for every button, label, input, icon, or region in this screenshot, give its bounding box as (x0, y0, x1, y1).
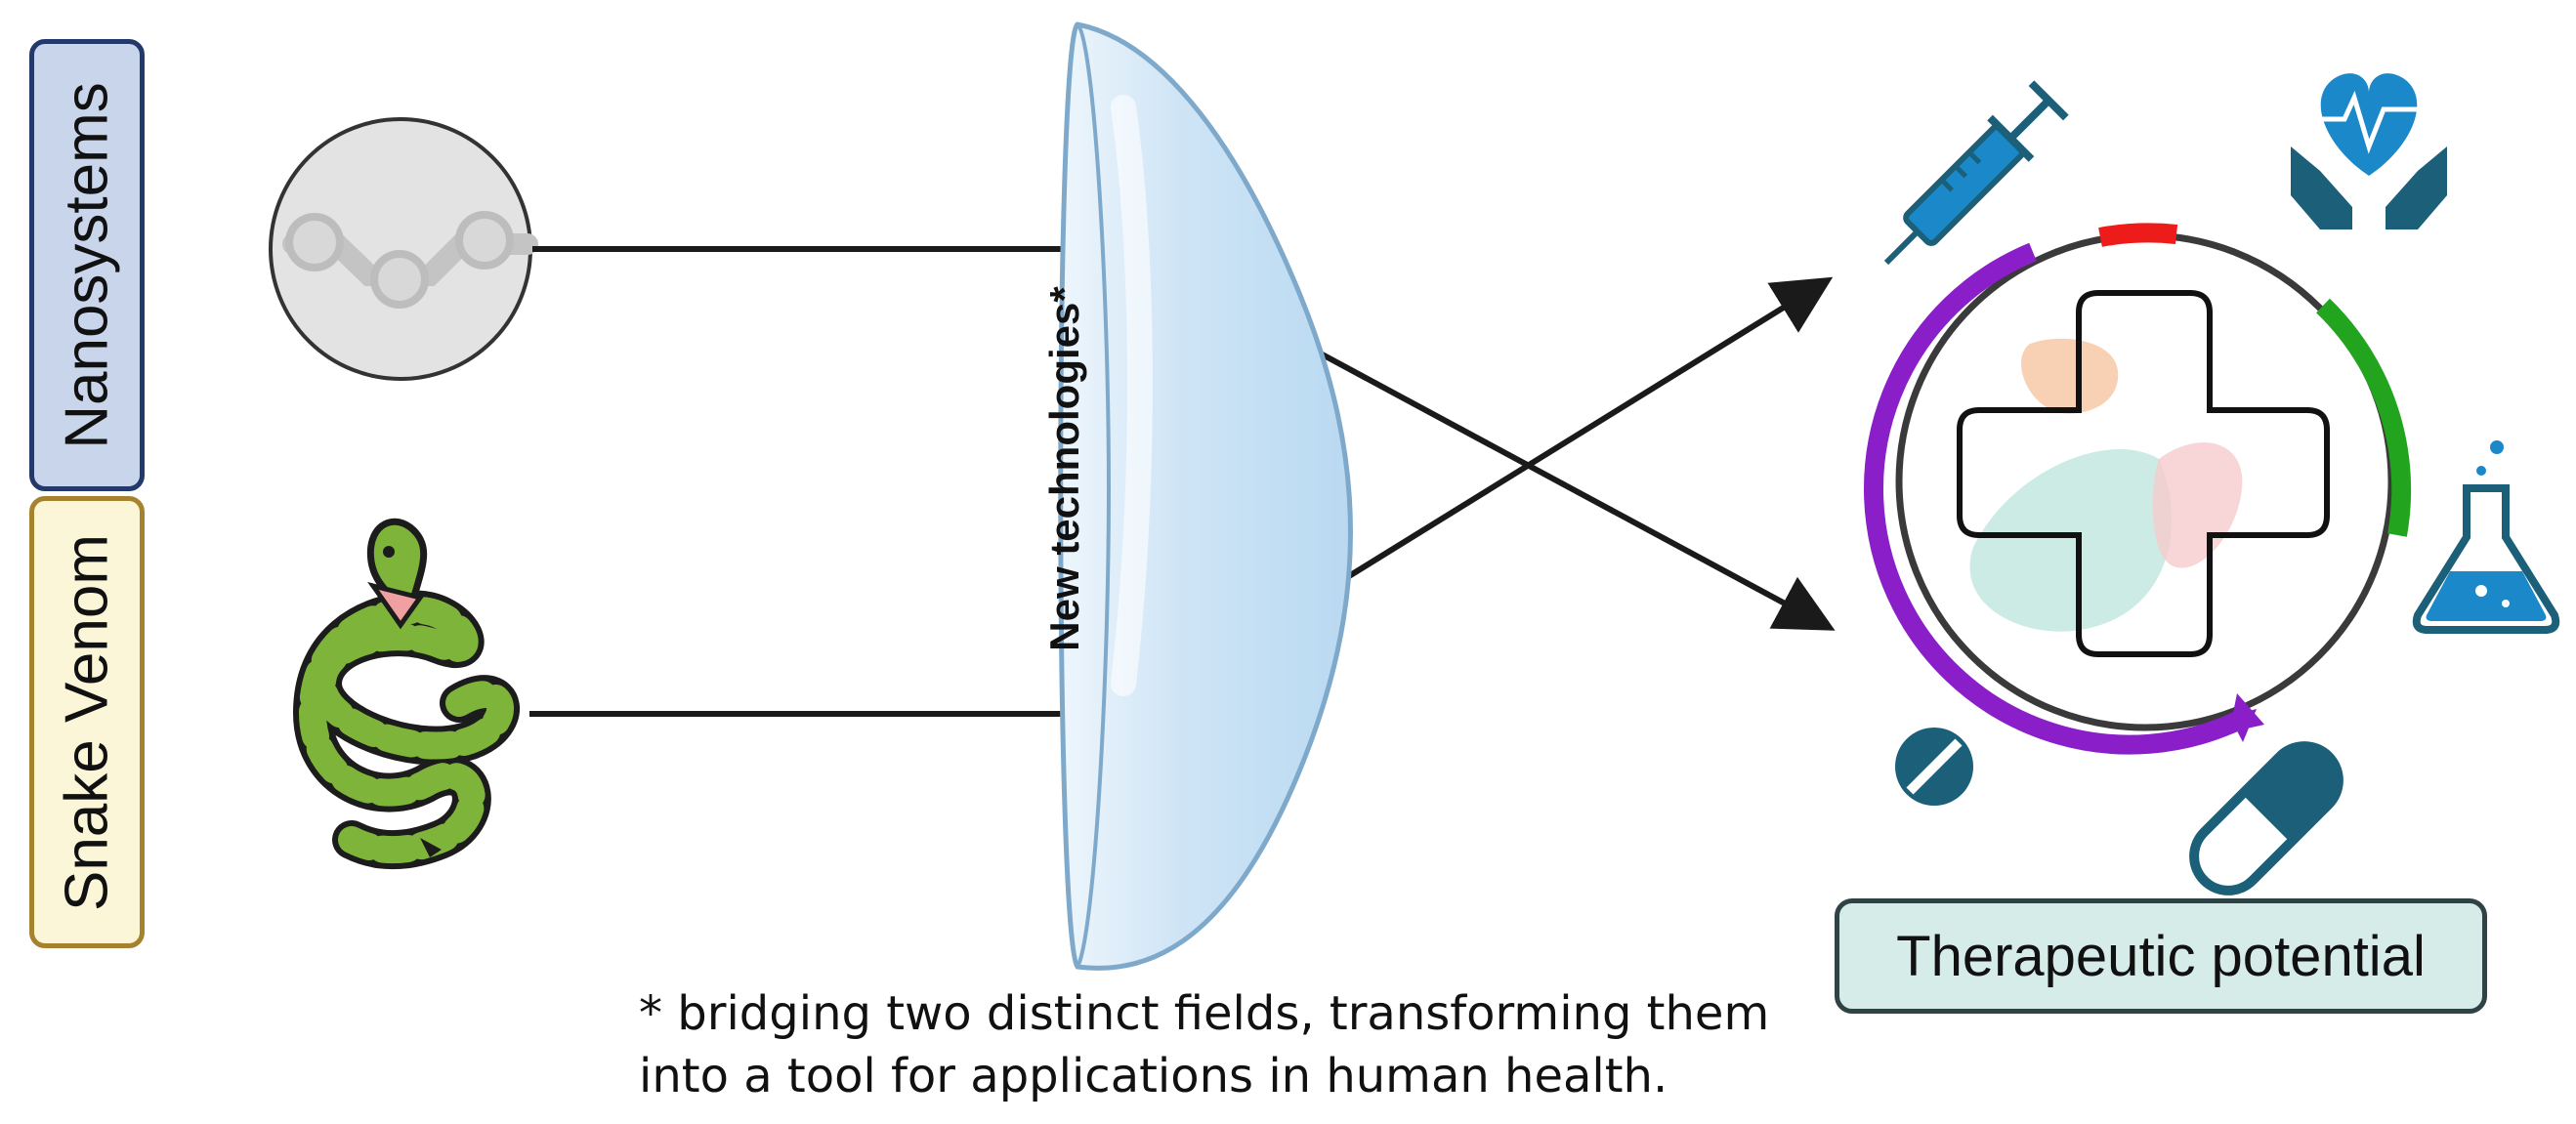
flask-icon (2412, 440, 2560, 634)
therapeutic-potential-label: Therapeutic potential (1896, 924, 2426, 988)
nanosystems-label: Nanosystems (29, 39, 145, 491)
therapeutic-potential-box: Therapeutic potential (1835, 898, 2487, 1014)
footnote-line-2: into a tool for applications in human he… (639, 1049, 1668, 1103)
capsule-icon (2189, 741, 2344, 895)
medical-cross-icon (1957, 290, 2330, 657)
footnote: * bridging two distinct fields, transfor… (639, 982, 1769, 1107)
lens-icon (1058, 21, 1353, 971)
therapeutic-cycle (1864, 223, 2412, 755)
snake-venom-label-text: Snake Venom (53, 533, 121, 911)
syringe-icon (1883, 80, 2069, 266)
lens-caption: New technologies* (1041, 286, 1087, 651)
snake-icon (292, 518, 520, 870)
footnote-line-1: * bridging two distinct fields, transfor… (639, 986, 1770, 1041)
pill-icon (1895, 728, 1973, 806)
heart-hands-icon (2291, 73, 2447, 229)
nanoparticle-icon (269, 117, 538, 381)
nanosystems-label-text: Nanosystems (53, 81, 121, 449)
snake-venom-label: Snake Venom (29, 496, 145, 948)
